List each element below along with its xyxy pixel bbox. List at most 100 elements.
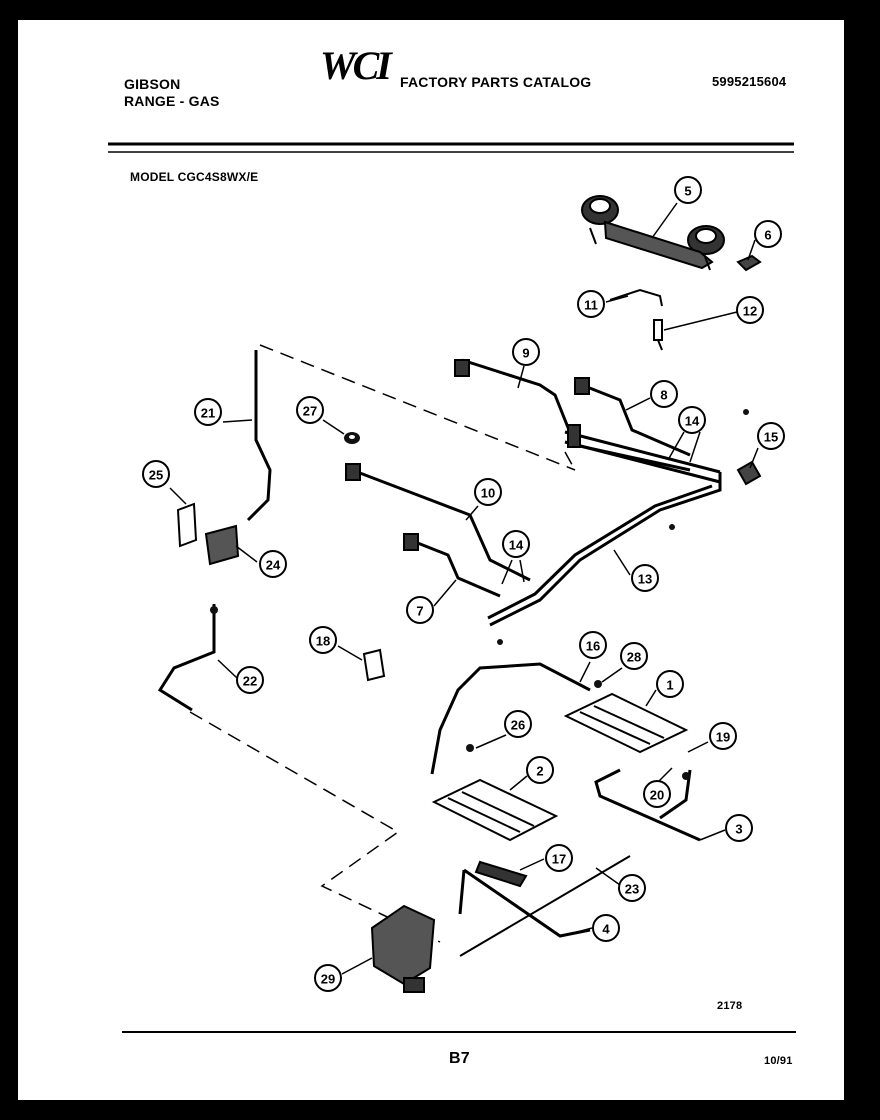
part-16-tube bbox=[430, 662, 591, 775]
part-2-bake-burner bbox=[431, 778, 559, 842]
callout-circle bbox=[674, 176, 702, 204]
callout-number: 16 bbox=[586, 639, 600, 654]
part-1-broil-burner bbox=[563, 692, 689, 754]
top-valve-assembly bbox=[581, 195, 725, 271]
part-18 bbox=[362, 648, 386, 682]
callout-15: 15 bbox=[757, 422, 785, 450]
callout-circle bbox=[526, 756, 554, 784]
callout-number: 29 bbox=[321, 972, 335, 987]
callout-number: 25 bbox=[149, 468, 163, 483]
callout-circle bbox=[579, 631, 607, 659]
callout-circle bbox=[406, 596, 434, 624]
part-22-tube bbox=[157, 604, 216, 712]
callout-number: 23 bbox=[625, 882, 639, 897]
callout-leaders bbox=[169, 202, 759, 975]
part-6 bbox=[736, 254, 762, 272]
callout-circle bbox=[725, 814, 753, 842]
callout-number: 7 bbox=[416, 604, 423, 619]
callout-28: 28 bbox=[620, 642, 648, 670]
callout-number: 11 bbox=[584, 298, 598, 313]
callout-circle bbox=[142, 460, 170, 488]
callout-12: 12 bbox=[736, 296, 764, 324]
callout-circle bbox=[314, 964, 342, 992]
callout-17: 17 bbox=[545, 844, 573, 872]
model-label: MODEL CGC4S8WX/E bbox=[130, 170, 259, 184]
callout-circle bbox=[757, 422, 785, 450]
callout-29: 29 bbox=[314, 964, 342, 992]
callout-circle bbox=[194, 398, 222, 426]
callout-8: 8 bbox=[650, 380, 678, 408]
callout-circle bbox=[545, 844, 573, 872]
callout-number: 24 bbox=[266, 558, 281, 573]
callout-24: 24 bbox=[259, 550, 287, 578]
callout-2: 2 bbox=[526, 756, 554, 784]
callout-20: 20 bbox=[643, 780, 671, 808]
callout-circle bbox=[474, 478, 502, 506]
part-4-tube bbox=[458, 868, 591, 938]
callout-circle bbox=[504, 710, 532, 738]
catalog-number: 5995215604 bbox=[712, 74, 787, 89]
part-17 bbox=[474, 860, 528, 888]
callout-11: 11 bbox=[577, 290, 605, 318]
callout-circle bbox=[236, 666, 264, 694]
callout-number: 17 bbox=[552, 852, 566, 867]
callout-circle bbox=[512, 338, 540, 366]
category-label: RANGE - GAS bbox=[124, 93, 220, 109]
brand-label: GIBSON bbox=[124, 76, 181, 92]
callout-10: 10 bbox=[474, 478, 502, 506]
burner-valves bbox=[345, 359, 590, 551]
callout-circle bbox=[754, 220, 782, 248]
callout-circle bbox=[296, 396, 324, 424]
callout-number: 1 bbox=[666, 678, 673, 693]
part-29-valve bbox=[370, 904, 436, 993]
burner-tubes bbox=[351, 358, 722, 627]
callout-number: 4 bbox=[602, 922, 610, 937]
callout-number: 8 bbox=[660, 388, 667, 403]
callout-26: 26 bbox=[504, 710, 532, 738]
part-12 bbox=[653, 319, 663, 351]
callout-number: 13 bbox=[638, 572, 652, 587]
diagram-code: 2178 bbox=[717, 1000, 743, 1012]
callout-7: 7 bbox=[406, 596, 434, 624]
callout-6: 6 bbox=[754, 220, 782, 248]
callout-3: 3 bbox=[725, 814, 753, 842]
callout-number: 26 bbox=[511, 718, 525, 733]
part-25-bracket bbox=[176, 502, 198, 548]
wci-logo: WCI bbox=[320, 43, 392, 88]
callout-4: 4 bbox=[592, 914, 620, 942]
callout-25: 25 bbox=[142, 460, 170, 488]
callout-number: 2 bbox=[536, 764, 543, 779]
date-label: 10/91 bbox=[764, 1055, 793, 1067]
callout-number: 28 bbox=[627, 650, 641, 665]
callout-number: 5 bbox=[684, 184, 691, 199]
callout-circle bbox=[592, 914, 620, 942]
part-3-tube bbox=[594, 768, 701, 842]
callout-number: 20 bbox=[650, 788, 664, 803]
callout-number: 10 bbox=[481, 486, 495, 501]
callout-circle bbox=[577, 290, 605, 318]
callout-number: 9 bbox=[522, 346, 529, 361]
callout-18: 18 bbox=[309, 626, 337, 654]
callout-number: 27 bbox=[303, 404, 317, 419]
callout-number: 14 bbox=[509, 538, 524, 553]
callout-circle bbox=[309, 626, 337, 654]
callout-23: 23 bbox=[618, 874, 646, 902]
part-21-tube bbox=[246, 350, 272, 522]
part-27 bbox=[344, 432, 360, 444]
callout-1: 1 bbox=[656, 670, 684, 698]
callout-27: 27 bbox=[296, 396, 324, 424]
part-15 bbox=[736, 460, 762, 486]
callout-circle bbox=[709, 722, 737, 750]
dashed-leaders bbox=[189, 344, 576, 943]
callout-circle bbox=[259, 550, 287, 578]
callout-14: 14 bbox=[678, 406, 706, 434]
callout-22: 22 bbox=[236, 666, 264, 694]
callout-circle bbox=[650, 380, 678, 408]
part-11 bbox=[609, 288, 663, 307]
callout-number: 6 bbox=[764, 228, 771, 243]
callout-circle bbox=[618, 874, 646, 902]
callout-circle bbox=[678, 406, 706, 434]
callout-19: 19 bbox=[709, 722, 737, 750]
screws bbox=[210, 409, 749, 780]
